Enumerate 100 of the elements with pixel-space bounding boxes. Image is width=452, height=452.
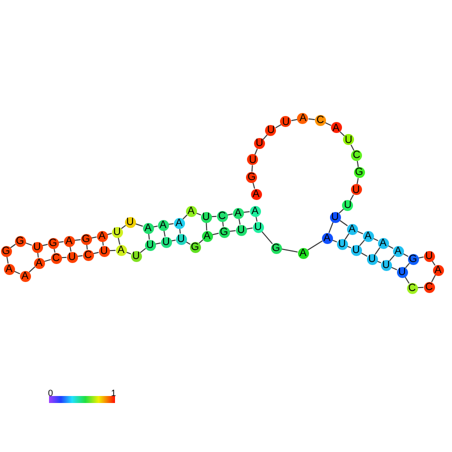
nucleotide-circle: A: [378, 238, 388, 248]
nucleotide-circle: A: [186, 206, 196, 216]
backbone-line: [152, 226, 158, 228]
base-pair-line: [179, 228, 181, 234]
base-pair-line: [344, 233, 350, 240]
nucleotide-circle: A: [346, 224, 358, 234]
backbone-line: [24, 242, 32, 246]
backbone-line: [168, 223, 174, 225]
nucleotide-circle: U: [350, 184, 362, 196]
nucleotide-circle: A: [20, 270, 30, 282]
nucleotide-circle: U: [380, 260, 392, 270]
backbone-line: [242, 211, 250, 213]
nucleotide-circle: U: [176, 234, 186, 244]
nucleotide-circle: C: [216, 210, 228, 222]
nucleotide-circle: U: [66, 252, 78, 262]
nucleotide-circle: U: [280, 116, 292, 128]
nucleotide-circle: G: [218, 226, 230, 238]
backbone-line: [431, 274, 436, 283]
nucleotide-circle: A: [64, 236, 74, 246]
backbone-line: [170, 240, 176, 242]
backbone-line: [251, 164, 253, 172]
nucleotide-circle: A: [158, 220, 168, 230]
nucleotide-circle: A: [202, 230, 212, 242]
nucleotide-circle: U: [343, 134, 354, 146]
backbone-line: [92, 252, 100, 254]
nucleotide-circle: A: [116, 244, 126, 256]
backbone-line: [417, 286, 424, 288]
nucleotide-circle: U: [32, 242, 42, 252]
nucleotide-circle: A: [330, 122, 342, 134]
nucleotide-circle: A: [4, 264, 14, 274]
backbone-line: [339, 220, 348, 226]
backbone-line: [228, 230, 236, 232]
nucleotide-circle: U: [236, 224, 246, 236]
nucleotide-circle: U: [130, 250, 142, 262]
nucleotide-circle: U: [350, 244, 362, 256]
base-pair-line: [374, 247, 380, 255]
nucleotide-circle: U: [112, 226, 122, 238]
nucleotide-circle: U: [200, 212, 212, 222]
nucleotide-circle: U: [424, 250, 434, 262]
nucleotide-circle: C: [82, 250, 94, 260]
nucleotide-circle: G: [270, 242, 282, 254]
backbone-line: [109, 250, 116, 252]
backbone-line: [350, 194, 354, 201]
nucleotide-circle: A: [174, 218, 184, 228]
nucleotide-circle: G: [14, 236, 26, 246]
backbone-line: [356, 160, 359, 168]
nucleotide-circle: A: [34, 258, 44, 268]
backbone-line: [6, 256, 9, 264]
backbone-line: [211, 216, 217, 218]
nucleotide-circle: A: [322, 232, 332, 244]
nucleotide-circle: U: [98, 246, 110, 256]
backbone-line: [61, 256, 67, 258]
nucleotide-circle: C: [50, 252, 62, 264]
nucleotide-circle: G: [246, 172, 258, 183]
nucleotide-circle: A: [250, 206, 260, 216]
backbone-line: [74, 239, 82, 241]
scale-tick-label: 0: [48, 389, 54, 398]
nucleotide-circle: U: [396, 266, 408, 278]
backbone-line: [10, 244, 16, 248]
nucleotide-circle: U: [252, 222, 264, 232]
backbone-line: [28, 266, 36, 273]
nucleotide-circle: U: [254, 138, 265, 150]
nucleotide-circle: U: [330, 212, 340, 222]
base-pair-line: [222, 220, 224, 228]
base-pair-line: [389, 254, 395, 262]
backbone-line: [76, 255, 84, 257]
nucleotide-circle: G: [80, 234, 92, 244]
base-pair-line: [206, 222, 208, 231]
nucleotide-circle: A: [298, 248, 308, 258]
scale-tick-label: 1: [111, 389, 116, 398]
nucleotide-circle: U: [342, 200, 354, 211]
nucleotide-circle: C: [406, 282, 418, 294]
base-pair-line: [37, 252, 39, 258]
backbone-line: [198, 239, 204, 244]
backbone-line: [261, 230, 273, 244]
backbone-line: [307, 240, 323, 251]
base-pair-line: [148, 232, 150, 240]
nucleotide-circle: C: [350, 150, 362, 161]
nucleotide-circle: U: [144, 240, 156, 250]
nucleotide-circle: G: [190, 242, 200, 252]
nucleotide-circle: A: [362, 230, 374, 242]
backbone-line: [280, 248, 298, 252]
backbone-line: [134, 223, 144, 227]
nucleotide-circle: U: [366, 254, 378, 264]
nucleotide-circle: A: [297, 112, 308, 124]
nucleotide-circle: G: [354, 167, 365, 178]
nucleotide-circle: A: [432, 264, 444, 276]
backbone-line: [308, 118, 316, 120]
nucleotide-circle: A: [232, 208, 244, 218]
nucleotide-circle: A: [250, 188, 262, 200]
nucleotide-circle: C: [424, 282, 434, 292]
nucleotide-circle: G: [48, 238, 58, 248]
backbone-line: [356, 178, 359, 185]
backbone-line: [182, 214, 188, 220]
backbone-line: [58, 241, 64, 243]
nucleotide-circle: A: [142, 222, 154, 234]
nucleotide-circle: C: [314, 114, 326, 126]
nucleotide-circle: U: [265, 125, 276, 136]
nucleotide-circle: A: [392, 246, 404, 256]
base-pair-line: [328, 222, 334, 234]
